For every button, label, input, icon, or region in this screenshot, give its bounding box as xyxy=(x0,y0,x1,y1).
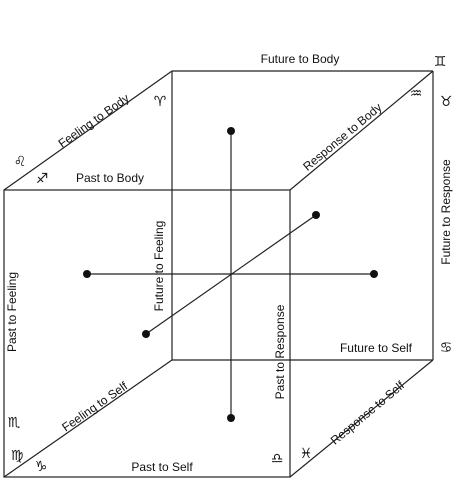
libra-icon: ♎ xyxy=(271,451,284,467)
scorpio-icon: ♏ xyxy=(8,415,21,431)
label-past-to-self: Past to Self xyxy=(131,460,193,474)
label-past-to-response: Past to Response xyxy=(273,304,287,399)
back-face xyxy=(171,70,434,361)
axis-endpoint-top xyxy=(227,127,235,135)
label-feeling-to-body: Feeling to Body xyxy=(56,91,132,151)
label-feeling-to-self: Feeling to Self xyxy=(59,379,130,435)
front-face xyxy=(3,189,291,478)
cancer-icon: ♋ xyxy=(440,340,453,356)
axis-endpoint-bottom xyxy=(227,414,235,422)
label-response-to-body: Response to Body xyxy=(300,100,384,174)
axes xyxy=(83,127,378,422)
label-past-to-feeling: Past to Feeling xyxy=(5,272,19,352)
label-future-to-response: Future to Response xyxy=(439,159,453,265)
label-future-to-body: Future to Body xyxy=(261,52,340,66)
top-left-diag-edge xyxy=(3,70,173,191)
label-past-to-body: Past to Body xyxy=(76,171,144,185)
top-right-diag-edge xyxy=(289,70,434,191)
taurus-icon: ♉ xyxy=(440,94,453,110)
bottom-left-diag-edge xyxy=(3,359,173,478)
sagittarius-icon: ♐ xyxy=(36,171,49,187)
diagonal-edges xyxy=(3,70,434,478)
pisces-icon: ♓ xyxy=(300,446,313,462)
axis-endpoint-back xyxy=(312,211,320,219)
label-response-to-self: Response to Self xyxy=(328,378,408,448)
bottom-right-diag-edge xyxy=(289,359,434,478)
axis-endpoint-left xyxy=(83,270,91,278)
gemini-icon: ♊ xyxy=(434,54,447,70)
depth-axis xyxy=(145,214,317,335)
axis-endpoint-front xyxy=(142,330,150,338)
aries-icon: ♈ xyxy=(154,94,167,110)
label-future-to-self: Future to Self xyxy=(340,341,413,355)
aquarius-icon: ♒ xyxy=(410,86,423,102)
capricorn-icon: ♑ xyxy=(35,459,48,475)
axis-endpoint-right xyxy=(370,270,378,278)
virgo-icon: ♍ xyxy=(11,448,24,464)
label-future-to-feeling: Future to Feeling xyxy=(152,221,166,312)
leo-icon: ♌ xyxy=(14,154,27,170)
front-face-rect xyxy=(3,189,291,478)
